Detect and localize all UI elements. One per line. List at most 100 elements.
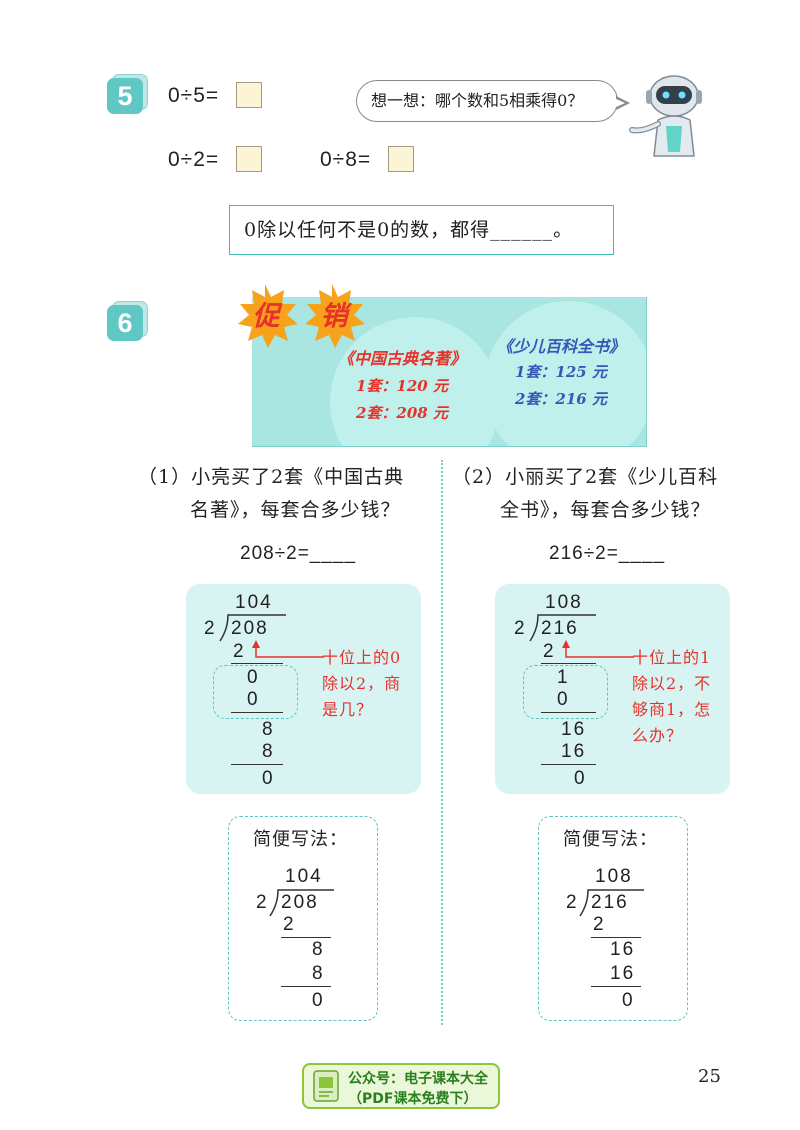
step-line (281, 937, 331, 938)
rule-statement: 0除以任何不是0的数，都得______。 (229, 205, 614, 255)
step-line (231, 712, 283, 713)
step-product: 8 (312, 963, 325, 984)
arrow-icon (562, 640, 634, 658)
step-line (541, 712, 596, 713)
question-2-line-2: 全书》，每套合多少钱？ (500, 499, 711, 521)
footer-banner: 公众号：电子课本大全 （PDF课本免费下） (302, 1063, 500, 1109)
hint-speech-bubble: 想一想：哪个数和5相乘得0？ (356, 80, 618, 122)
divisor: 2 (204, 618, 217, 639)
book1-price-2-sets: 2套：208 元 (356, 404, 448, 422)
step-product: 2 (283, 914, 296, 935)
question-1-line-2: 名著》，每套合多少钱？ (190, 499, 401, 521)
footer-line-1: 公众号：电子课本大全 (348, 1071, 488, 1087)
promo-circle (330, 317, 500, 446)
step-line (541, 764, 596, 765)
step-line (591, 986, 641, 987)
divisor: 2 (256, 892, 269, 913)
final-remainder: 0 (262, 768, 275, 789)
problem-number: 6 (107, 305, 143, 341)
highlight-ring (523, 665, 608, 719)
right-note-line-3: 够商1，怎 (632, 700, 712, 719)
answer-box[interactable] (388, 146, 414, 172)
equation-0-div-2: 0÷2= (168, 148, 220, 171)
left-note-line-3: 是几？ (322, 700, 374, 719)
question-2-line-1: （2）小丽买了2套《少儿百科 (452, 466, 719, 488)
book1-title: 《中国古典名著》 (337, 349, 466, 368)
problem-6-badge: 6 (107, 301, 148, 343)
left-note-line-1: 十位上的0 (322, 648, 402, 667)
step-line (281, 986, 331, 987)
question-1-equation: 208÷2=____ (240, 543, 357, 564)
right-short-method-box (538, 816, 688, 1021)
book1-price-1-set: 1套：120 元 (356, 377, 448, 395)
right-note-line-1: 十位上的1 (632, 648, 712, 667)
dividend: 208 (231, 618, 269, 639)
answer-box[interactable] (236, 82, 262, 108)
left-division-work (186, 584, 421, 794)
equation-0-div-8: 0÷8= (320, 148, 372, 171)
step-remainder: 16 (610, 939, 636, 960)
step-line (231, 764, 283, 765)
step-product: 2 (543, 641, 556, 662)
problem-5-badge: 5 (107, 74, 148, 116)
step-product: 2 (233, 641, 246, 662)
division-bracket (269, 889, 334, 917)
dividend: 216 (591, 892, 629, 913)
step-remainder: 0 (247, 667, 260, 688)
right-note-line-4: 么办？ (632, 726, 684, 745)
step-line (541, 663, 596, 664)
step-remainder: 8 (312, 939, 325, 960)
promo-starburst-icon: 促 销 (238, 284, 365, 348)
step-remainder: 16 (561, 719, 587, 740)
equation-0-div-5: 0÷5= (168, 84, 220, 107)
robot-mascot-icon (629, 75, 702, 157)
step-product: 16 (561, 741, 587, 762)
step-line (231, 663, 283, 664)
footer-line-2: （PDF课本免费下） (348, 1091, 478, 1107)
question-1-line-1: （1）小亮买了2套《中国古典 (138, 466, 405, 488)
step-remainder: 8 (262, 719, 275, 740)
page-number: 25 (698, 1066, 721, 1087)
quotient: 104 (235, 592, 273, 613)
step-line (591, 937, 641, 938)
quotient: 104 (285, 866, 323, 887)
dividend: 208 (281, 892, 319, 913)
quotient: 108 (595, 866, 633, 887)
ebook-icon (313, 1070, 339, 1102)
highlight-ring (213, 665, 298, 719)
short-method-title: 简便写法： (253, 829, 348, 850)
step-product: 8 (262, 741, 275, 762)
problem-number: 5 (107, 78, 143, 114)
divisor: 2 (514, 618, 527, 639)
book2-title: 《少儿百科全书》 (496, 337, 625, 356)
dividend: 216 (541, 618, 579, 639)
step-product: 2 (593, 914, 606, 935)
division-bracket (579, 889, 644, 917)
final-remainder: 0 (574, 768, 587, 789)
step-product: 16 (610, 963, 636, 984)
right-division-work (495, 584, 730, 794)
promo-circle (484, 301, 646, 446)
final-remainder: 0 (312, 990, 325, 1011)
division-bracket (529, 614, 596, 642)
quotient: 108 (545, 592, 583, 613)
column-divider (441, 460, 443, 1025)
arrow-icon (252, 640, 324, 658)
left-short-method-box (228, 816, 378, 1021)
question-2-equation: 216÷2=____ (549, 543, 666, 564)
bubble-tail-inner (614, 98, 625, 108)
promo-char-2: 销 (321, 301, 353, 332)
divisor: 2 (566, 892, 579, 913)
left-note-line-2: 除以2，商 (322, 674, 402, 693)
step-product: 0 (247, 689, 260, 710)
answer-box[interactable] (236, 146, 262, 172)
step-product: 0 (557, 689, 570, 710)
short-method-title: 简便写法： (563, 829, 658, 850)
final-remainder: 0 (622, 990, 635, 1011)
right-note-line-2: 除以2，不 (632, 674, 712, 693)
book2-price-2-sets: 2套：216 元 (515, 390, 607, 408)
promo-char-1: 促 (253, 301, 283, 332)
step-remainder: 1 (557, 667, 570, 688)
division-bracket (219, 614, 286, 642)
book2-price-1-set: 1套：125 元 (515, 363, 607, 381)
